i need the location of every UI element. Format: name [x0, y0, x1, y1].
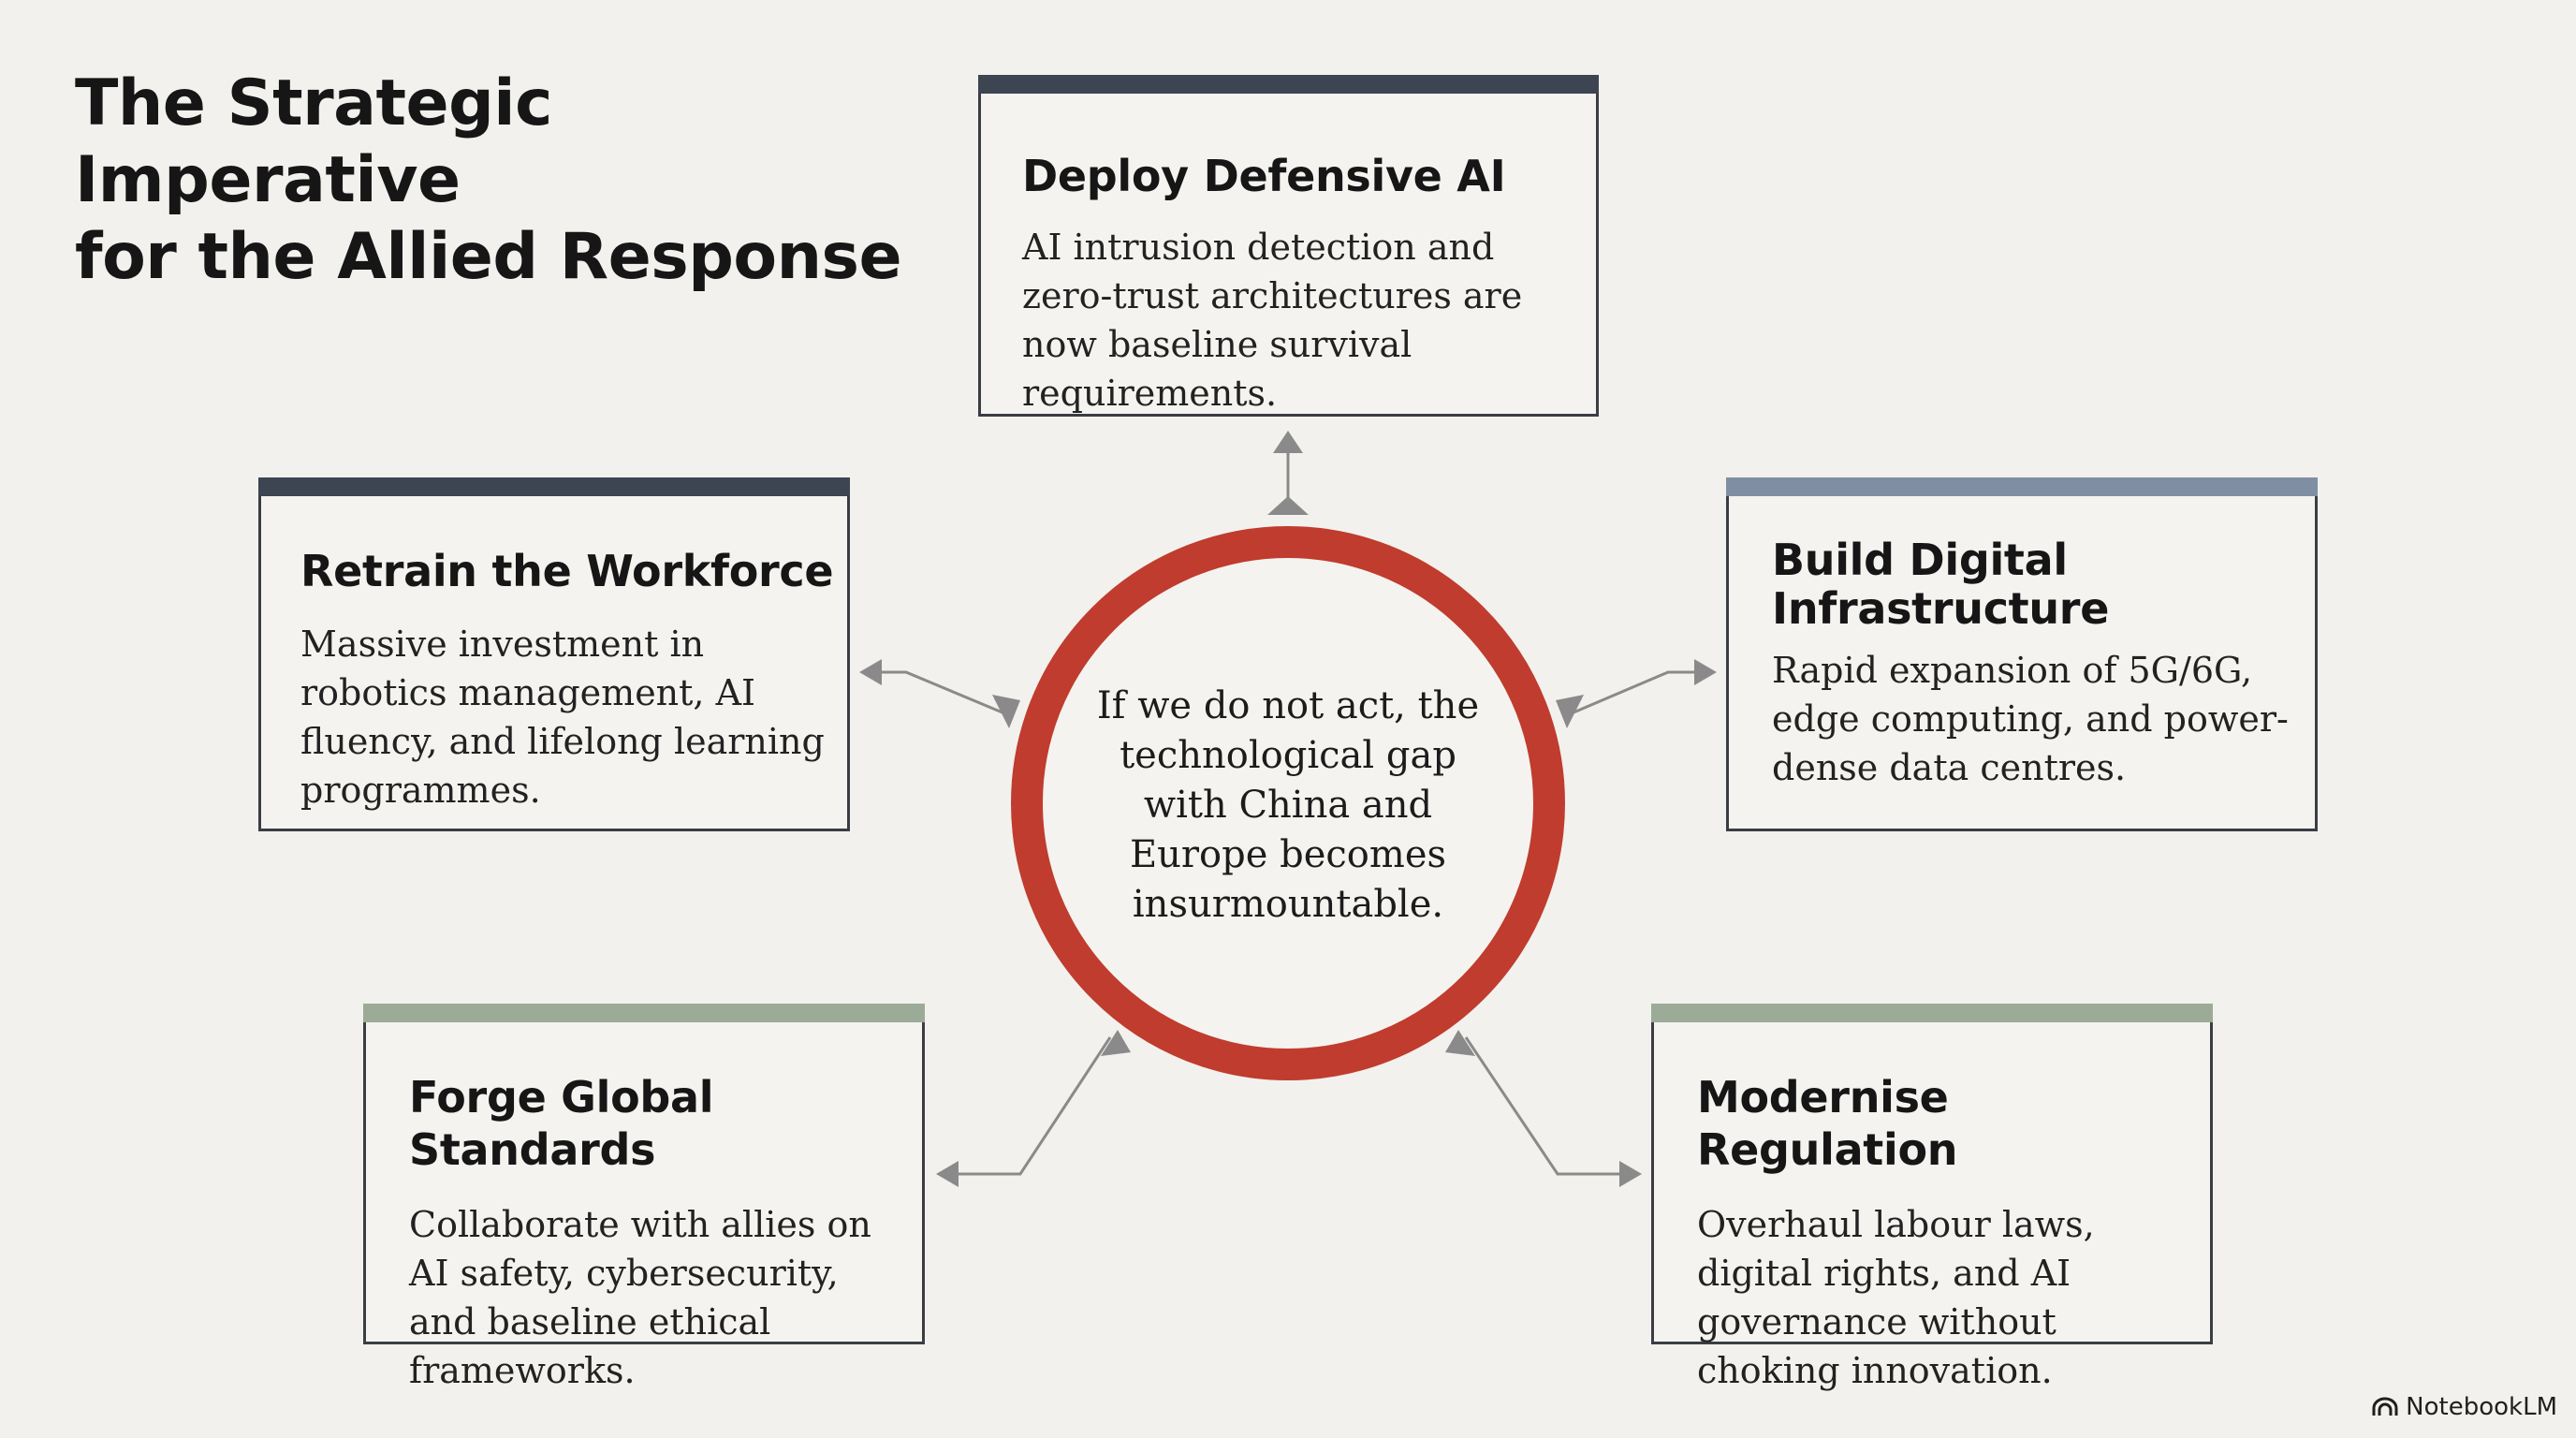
card-retrain-workforce: Retrain the Workforce Massive investment…: [258, 477, 850, 831]
slide-title-line-2: for the Allied Response: [75, 220, 902, 294]
arrow-tail-right: [1556, 695, 1584, 728]
arrow-to-bottom-right-card: [1464, 1036, 1627, 1176]
card-title: Retrain the Workforce: [300, 546, 834, 596]
arrow-tail-bottom-right: [1445, 1030, 1475, 1056]
card-accent-bar: [363, 1004, 925, 1022]
arrow-head-top: [1273, 431, 1303, 453]
slide-title-line-1: The Strategic Imperative: [75, 66, 552, 217]
card-accent-bar: [1726, 477, 2318, 496]
arrow-to-right-card: [1566, 670, 1705, 717]
arrow-head-bottom-left: [936, 1161, 959, 1187]
card-forge-global-standards: Forge Global Standards Collaborate with …: [363, 1004, 925, 1391]
arrow-tail-top: [1267, 496, 1309, 515]
arrow-head-bottom-right: [1619, 1161, 1642, 1187]
card-title: Deploy Defensive AI: [1022, 151, 1506, 201]
arrow-to-left-card: [871, 670, 1010, 717]
card-accent-bar: [978, 75, 1599, 94]
card-deploy-defensive-ai: Deploy Defensive AI AI intrusion detecti…: [978, 75, 1599, 417]
arrow-head-right: [1694, 659, 1717, 685]
arrow-head-left: [859, 659, 882, 685]
arrow-tail-bottom-left: [1101, 1030, 1131, 1056]
notebooklm-brand: NotebookLM: [2372, 1393, 2557, 1421]
card-title: Modernise Regulation: [1697, 1072, 1958, 1175]
card-title: Build Digital Infrastructure: [1772, 535, 2110, 634]
card-accent-bar: [1651, 1004, 2213, 1022]
card-build-digital-infrastructure: Build Digital Infrastructure Rapid expan…: [1726, 477, 2318, 831]
arrow-to-bottom-left-card: [951, 1036, 1112, 1176]
card-modernise-regulation: Modernise Regulation Overhaul labour law…: [1651, 1004, 2213, 1391]
card-body: Collaborate with allies on AI safety, cy…: [409, 1204, 871, 1391]
central-statement: If we do not act, the technological gap …: [1096, 684, 1480, 926]
notebooklm-logo-icon: [2372, 1397, 2398, 1416]
card-body: Overhaul labour laws, digital rights, an…: [1697, 1204, 2095, 1391]
brand-label: NotebookLM: [2406, 1393, 2557, 1421]
card-body: AI intrusion detection and zero-trust ar…: [1022, 227, 1523, 414]
arrow-tail-left: [992, 695, 1020, 728]
slide-title: The Strategic Imperative for the Allied …: [75, 66, 955, 296]
card-body: Rapid expansion of 5G/6G, edge computing…: [1772, 650, 2289, 788]
card-body: Massive investment in robotics managemen…: [300, 624, 825, 811]
card-accent-bar: [258, 477, 850, 496]
card-title: Forge Global Standards: [409, 1072, 714, 1175]
